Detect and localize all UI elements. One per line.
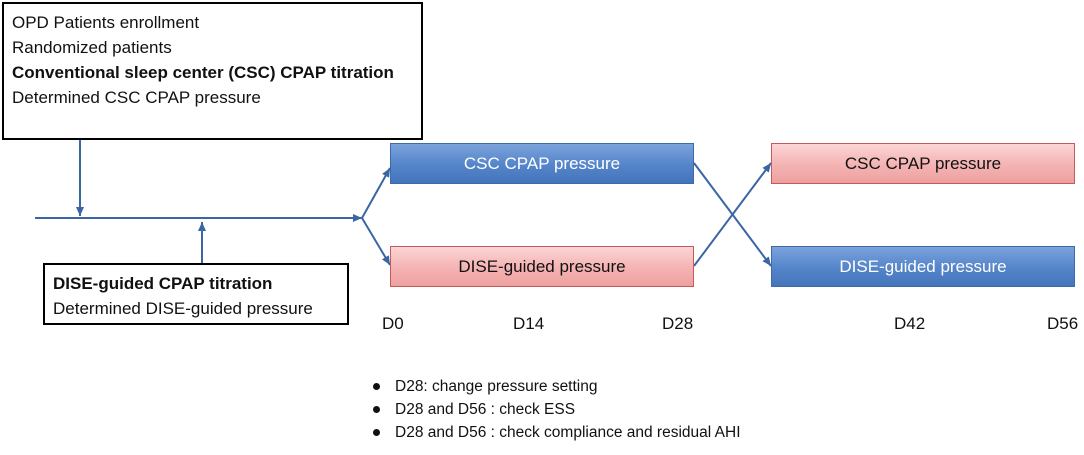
day-label-d28: D28 xyxy=(662,314,694,333)
dise-pressure-line: Determined DISE-guided pressure xyxy=(53,299,313,318)
day-label-d14: D14 xyxy=(513,314,545,333)
day-label-d0: D0 xyxy=(382,314,404,333)
randomization-line: Randomized patients xyxy=(12,38,172,57)
enrollment-box: OPD Patients enrollment Randomized patie… xyxy=(2,2,423,140)
period2-dise-arm: DISE-guided pressure xyxy=(771,246,1075,287)
note-item: D28 and D56 : check compliance and resid… xyxy=(370,421,741,444)
split-to-csc-arrow xyxy=(361,167,391,219)
enrollment-line: OPD Patients enrollment xyxy=(12,13,200,32)
split-to-dise-arrow xyxy=(361,217,391,266)
crossover-dise-to-csc-arrow xyxy=(693,162,772,267)
dise-titration-line: DISE-guided CPAP titration xyxy=(53,274,273,293)
csc-titration-line: Conventional sleep center (CSC) CPAP tit… xyxy=(12,63,394,82)
note-item: D28: change pressure setting xyxy=(370,375,741,398)
protocol-notes: D28: change pressure setting D28 and D56… xyxy=(370,375,741,444)
period1-dise-arm: DISE-guided pressure xyxy=(390,246,694,287)
period2-csc-arm: CSC CPAP pressure xyxy=(771,143,1075,184)
csc-pressure-line: Determined CSC CPAP pressure xyxy=(12,88,261,107)
day-label-d42: D42 xyxy=(894,314,926,333)
day-label-d56: D56 xyxy=(1047,314,1079,333)
period1-csc-arm: CSC CPAP pressure xyxy=(390,143,694,184)
dise-titration-box: DISE-guided CPAP titration Determined DI… xyxy=(43,263,349,325)
note-item: D28 and D56 : check ESS xyxy=(370,398,741,421)
